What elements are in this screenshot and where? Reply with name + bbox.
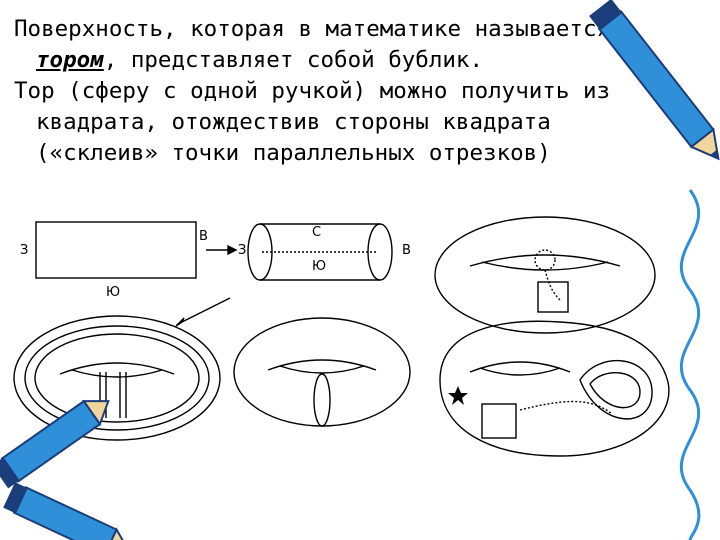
arrow-cylinder-to-torus bbox=[181, 297, 231, 323]
label-square-south: Ю bbox=[106, 285, 120, 300]
label-square-west: З bbox=[20, 243, 28, 258]
text-block: Поверхность, которая в математике называ… bbox=[14, 14, 614, 169]
text-before-term: Поверхность, которая в математике называ… bbox=[14, 16, 611, 42]
square-shape bbox=[35, 221, 197, 279]
paragraph-torus-definition: Поверхность, которая в математике называ… bbox=[14, 14, 614, 76]
text-after-term: , представляет собой бублик. bbox=[103, 47, 484, 73]
cylinder-shape bbox=[247, 223, 393, 281]
torus-left bbox=[13, 315, 221, 441]
torus-middle bbox=[233, 317, 411, 427]
arrowhead-1 bbox=[227, 244, 238, 256]
paragraph-torus-construction: Тор (сферу с одной ручкой) можно получит… bbox=[14, 78, 611, 166]
torus-top-right bbox=[434, 216, 656, 334]
label-cylinder-east: В bbox=[402, 243, 411, 258]
highlighted-term: тором bbox=[36, 47, 104, 73]
double-torus bbox=[439, 320, 670, 457]
star-icon bbox=[448, 386, 468, 405]
label-cylinder-west: З bbox=[238, 243, 246, 258]
arrowhead-2 bbox=[175, 317, 185, 327]
label-cylinder-north: С bbox=[312, 225, 321, 240]
label-square-east: В bbox=[199, 229, 208, 244]
label-cylinder-south: Ю bbox=[312, 259, 326, 274]
